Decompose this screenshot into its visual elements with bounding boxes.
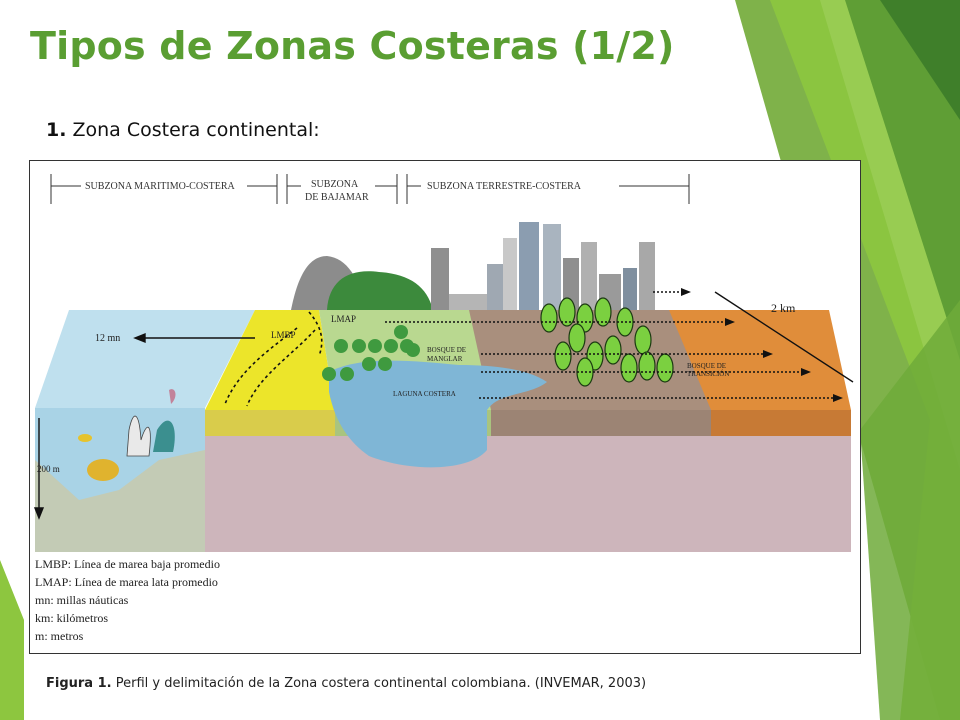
diagram-arrows bbox=[33, 291, 854, 520]
subtitle-text: Zona Costera continental: bbox=[72, 119, 320, 141]
label-12-mn: 12 mn bbox=[95, 333, 120, 344]
mangrove-trees bbox=[322, 325, 420, 381]
sea-top bbox=[35, 310, 255, 408]
legend-item-lmbp: LMBP: Línea de marea baja promedio bbox=[35, 557, 220, 571]
transition-layer bbox=[711, 410, 851, 436]
label-lmbp: LMBP bbox=[271, 330, 296, 340]
subtitle-number: 1. bbox=[46, 119, 67, 141]
legend-item-km: km: kilómetros bbox=[35, 611, 108, 625]
caption-text: Perfil y delimitación de la Zona costera… bbox=[115, 676, 647, 691]
seabed bbox=[35, 450, 205, 552]
label-subzona-maritimo: SUBZONA MARITIMO-COSTERA bbox=[85, 181, 236, 192]
legend-item-mn: mn: millas náuticas bbox=[35, 593, 129, 607]
terrestrial-layer bbox=[491, 410, 711, 436]
label-2-km: 2 km bbox=[771, 301, 796, 315]
slide-subtitle: 1. Zona Costera continental: bbox=[46, 119, 320, 141]
label-lmap: LMAP bbox=[331, 314, 356, 324]
label-subzona-terrestre: SUBZONA TERRESTRE-COSTERA bbox=[427, 181, 582, 192]
coral-reef bbox=[78, 389, 176, 481]
label-bosque-manglar-1: BOSQUE DE bbox=[427, 346, 466, 354]
label-bosque-transicion-1: BOSQUE DE bbox=[687, 362, 726, 370]
label-subzona-bajamar-1: SUBZONA bbox=[311, 179, 359, 190]
figure-caption: Figura 1. Perfil y delimitación de la Zo… bbox=[46, 676, 646, 691]
tide-lines bbox=[224, 311, 323, 407]
legend-item-m: m: metros bbox=[35, 629, 84, 643]
beach-layer bbox=[205, 410, 335, 436]
mountain-vegetation bbox=[327, 271, 433, 310]
subzone-brackets bbox=[50, 174, 690, 204]
coastal-zone-diagram: SUBZONA MARITIMO-COSTERA SUBZONA DE BAJA… bbox=[29, 160, 861, 654]
caption-label: Figura 1. bbox=[46, 676, 112, 691]
label-bosque-manglar-2: MANGLAR bbox=[427, 355, 463, 363]
zone-beach bbox=[205, 310, 335, 410]
label-bosque-transicion-2: TRANSICIÓN bbox=[687, 370, 729, 378]
legend-item-lmap: LMAP: Línea de marea lata promedio bbox=[35, 575, 218, 589]
coastal-lagoon bbox=[329, 360, 547, 468]
transition-forest-trees bbox=[540, 297, 674, 387]
dotted-arrows bbox=[385, 291, 837, 399]
dotted-arrow-heads bbox=[681, 288, 843, 402]
label-subzona-bajamar-2: DE BAJAMAR bbox=[305, 192, 369, 203]
ground-block bbox=[205, 436, 851, 552]
slide-title: Tipos de Zonas Costeras (1/2) bbox=[30, 24, 675, 68]
zone-transition bbox=[669, 310, 851, 410]
city-skyline bbox=[431, 222, 655, 310]
label-laguna-costera: LAGUNA COSTERA bbox=[393, 390, 456, 398]
label-200-m: 200 m bbox=[37, 464, 60, 474]
